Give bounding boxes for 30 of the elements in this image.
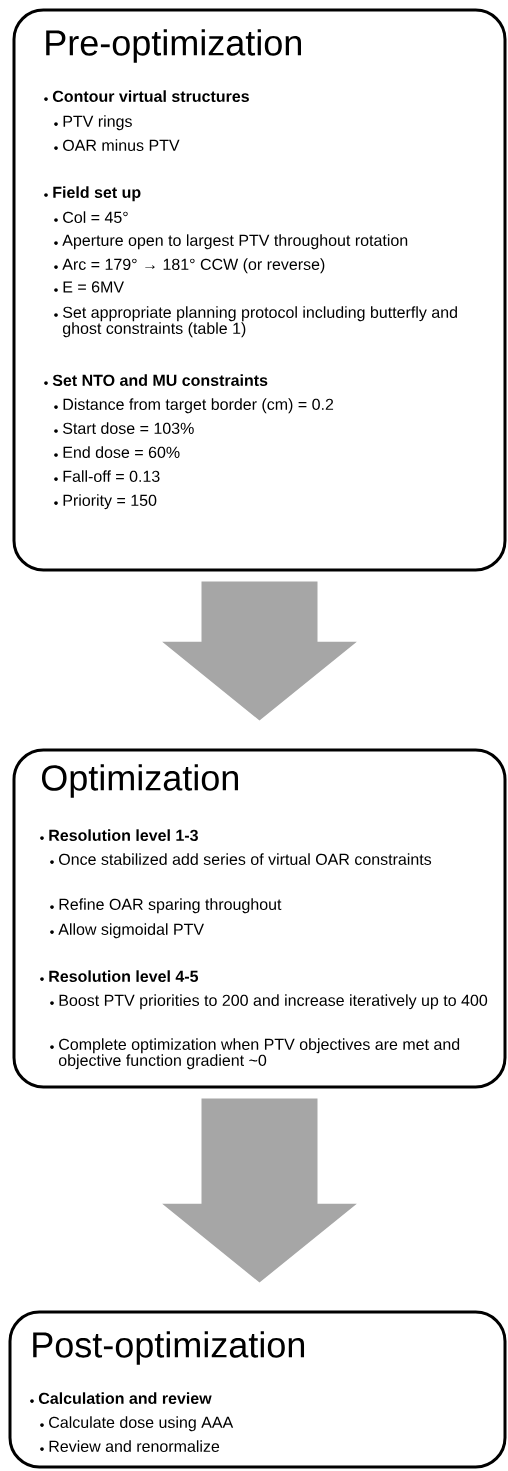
- bullet-item: Priority = 150: [63, 494, 157, 510]
- block-arrow: [162, 1098, 357, 1283]
- section-heading: Contour virtual structures: [52, 90, 249, 102]
- bullet-item: Boost PTV priorities to 200 and increase iteratively up to 400: [59, 994, 488, 1010]
- stage-heading: Pre-optimization: [46, 29, 301, 63]
- bullet-item: Allow sigmoidal PTV: [58, 923, 204, 939]
- bullet-item: E = 6MV: [63, 281, 124, 293]
- section-heading: Field set up: [53, 186, 141, 202]
- stage-heading: Optimization: [42, 764, 238, 798]
- stage-heading: Post-optimization: [33, 1331, 304, 1365]
- bullet-item: Once stabilized add series of virtual OAR constraints: [59, 853, 432, 865]
- bullet-item: Arc = 179° → 181° CCW (or reverse): [62, 258, 325, 274]
- bullet-item: Refine OAR sparing throughout: [59, 898, 282, 914]
- bullet-item: End dose = 60%: [63, 446, 180, 458]
- section-heading: Set NTO and MU constraints: [52, 374, 268, 386]
- section-heading: Calculation and review: [38, 1392, 212, 1404]
- bullet-item: Set appropriate planning protocol including butterfly and ghost constraints (table 1): [62, 306, 457, 338]
- bullet-item: Aperture open to largest PTV throughout rotation: [62, 234, 408, 250]
- section-heading: Resolution level 4-5: [49, 970, 199, 982]
- bullet-item: Complete optimization when PTV objectives are met and objective function gradient ~0: [58, 1038, 460, 1070]
- bullet-item: Calculate dose using AAA: [49, 1416, 234, 1432]
- section-heading: Resolution level 1-3: [49, 829, 198, 842]
- bullet-item: OAR minus PTV: [63, 139, 180, 151]
- bullet-item: Col = 45°: [63, 211, 128, 223]
- bullet-item: Fall-off = 0.13: [63, 470, 160, 482]
- bullet-item: Start dose = 103%: [63, 422, 194, 434]
- block-arrow: [162, 581, 357, 721]
- bullet-item: PTV rings: [63, 115, 132, 131]
- bullet-item: Distance from target border (cm) = 0.2: [63, 398, 334, 414]
- bullet-item: Review and renormalize: [49, 1440, 220, 1452]
